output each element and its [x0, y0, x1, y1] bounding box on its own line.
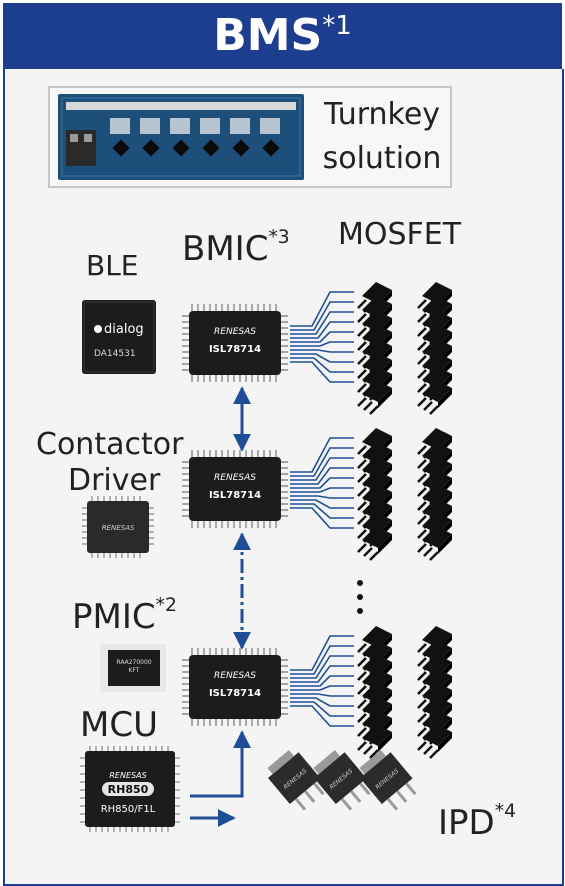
- bmic-2-brand: RENESAS: [214, 473, 256, 483]
- mosfet-label: MOSFET: [338, 217, 462, 252]
- bmic-3-brand: RENESAS: [214, 671, 256, 681]
- mosfet-stack-1: [356, 280, 454, 416]
- mcu-chip-part: RH850/F1L: [101, 804, 156, 815]
- pmic-label-note: *2: [155, 595, 177, 617]
- turnkey-label-line1: Turnkey: [323, 97, 441, 132]
- mosfet-fanout-1: [290, 291, 354, 383]
- bmic-label-text: BMIC: [182, 229, 269, 269]
- bmic-2-part: ISL78714: [209, 490, 261, 501]
- ble-chip-brand: dialog: [104, 322, 144, 337]
- pmic-label: PMIC*2: [72, 596, 177, 637]
- bmic-chip-2: RENESAS ISL78714: [182, 450, 288, 528]
- contactor-label-line1: Contactor: [36, 427, 184, 462]
- ipd-label-note: *4: [494, 801, 516, 823]
- bmic-1-part: ISL78714: [209, 344, 261, 355]
- contactor-driver-chip: RENESAS: [82, 496, 154, 558]
- ble-label: BLE: [86, 249, 139, 282]
- ipd-label: IPD*4: [438, 802, 516, 843]
- bmic-3-part: ISL78714: [209, 688, 261, 699]
- header-bar: BMS*1: [3, 3, 562, 69]
- pmic-label-text: PMIC: [72, 597, 156, 637]
- contactor-chip-brand: RENESAS: [102, 524, 135, 532]
- turnkey-label-line2: solution: [322, 141, 442, 176]
- ipd-chips: RENESAS RENESAS RENESAS: [267, 750, 417, 811]
- bmic-chip-1: RENESAS ISL78714: [182, 304, 288, 382]
- turnkey-board-image: [58, 94, 304, 180]
- bmic-label-note: *3: [268, 227, 290, 249]
- mcu-chip-brand: RENESAS: [109, 771, 146, 780]
- pmic-chip-part: RAA270000: [116, 659, 151, 666]
- ble-chip-part: DA14531: [94, 349, 136, 359]
- ble-chip: dialog DA14531: [82, 300, 156, 374]
- mosfet-fanout-3: [290, 635, 354, 727]
- bmic-chip-3: RENESAS ISL78714: [182, 648, 288, 726]
- mcu-chip: RENESAS RH850 RH850/F1L: [80, 746, 180, 832]
- mosfet-fanout-2: [290, 437, 354, 529]
- header-title: BMS: [213, 10, 323, 61]
- pmic-chip-part2: KFT: [129, 667, 140, 674]
- continuation-dots: [357, 580, 363, 614]
- contactor-label-line2: Driver: [68, 463, 161, 498]
- mcu-label: MCU: [80, 705, 158, 745]
- ipd-label-text: IPD: [438, 803, 495, 843]
- bmic-1-brand: RENESAS: [214, 327, 256, 337]
- bmic-label: BMIC*3: [182, 228, 290, 269]
- pmic-chip: RAA270000 KFT: [100, 644, 166, 692]
- header-footnote: *1: [322, 11, 352, 41]
- mosfet-stack-3: [356, 624, 454, 760]
- mcu-chip-family: RH850: [108, 783, 149, 796]
- mosfet-stack-2: [356, 426, 454, 562]
- mcu-to-bmic-arrow: [190, 730, 251, 798]
